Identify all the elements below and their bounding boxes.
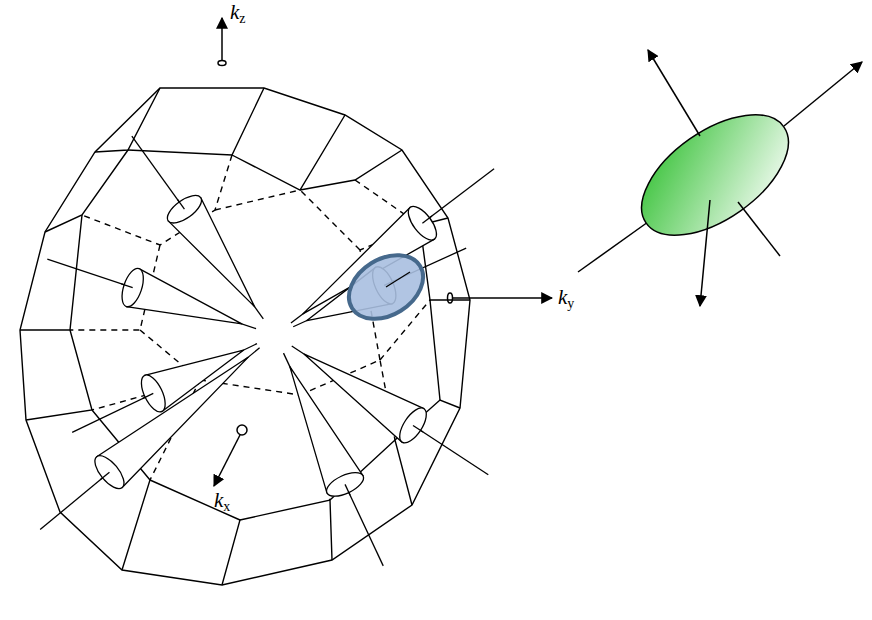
pocket-end (137, 371, 171, 415)
pocket-end (323, 468, 367, 501)
pocket-axis (177, 199, 184, 209)
pocket-cone (97, 357, 248, 487)
diagonal-line (40, 348, 259, 530)
pocket-axis (413, 425, 423, 432)
highlighted-pocket (337, 242, 435, 332)
pocket-end (90, 451, 129, 493)
axis-label: kz (230, 2, 246, 26)
fermi-pockets (40, 136, 494, 566)
pocket-axis (345, 484, 350, 495)
pocket-axis (386, 272, 410, 287)
ellipsoid-detail (578, 50, 862, 306)
pocket-end (163, 190, 206, 228)
pocket-end (395, 404, 432, 447)
axis-label: ky (558, 287, 574, 311)
pocket-end (403, 202, 442, 245)
pocket-axis (142, 393, 153, 398)
pocket-axis (422, 216, 432, 223)
zone-outline (20, 88, 470, 585)
pocket-axis (100, 472, 109, 480)
axis-label: kx (214, 490, 230, 514)
pocket-end (118, 266, 148, 310)
k-axes (214, 18, 552, 486)
pocket-axis (121, 284, 132, 288)
